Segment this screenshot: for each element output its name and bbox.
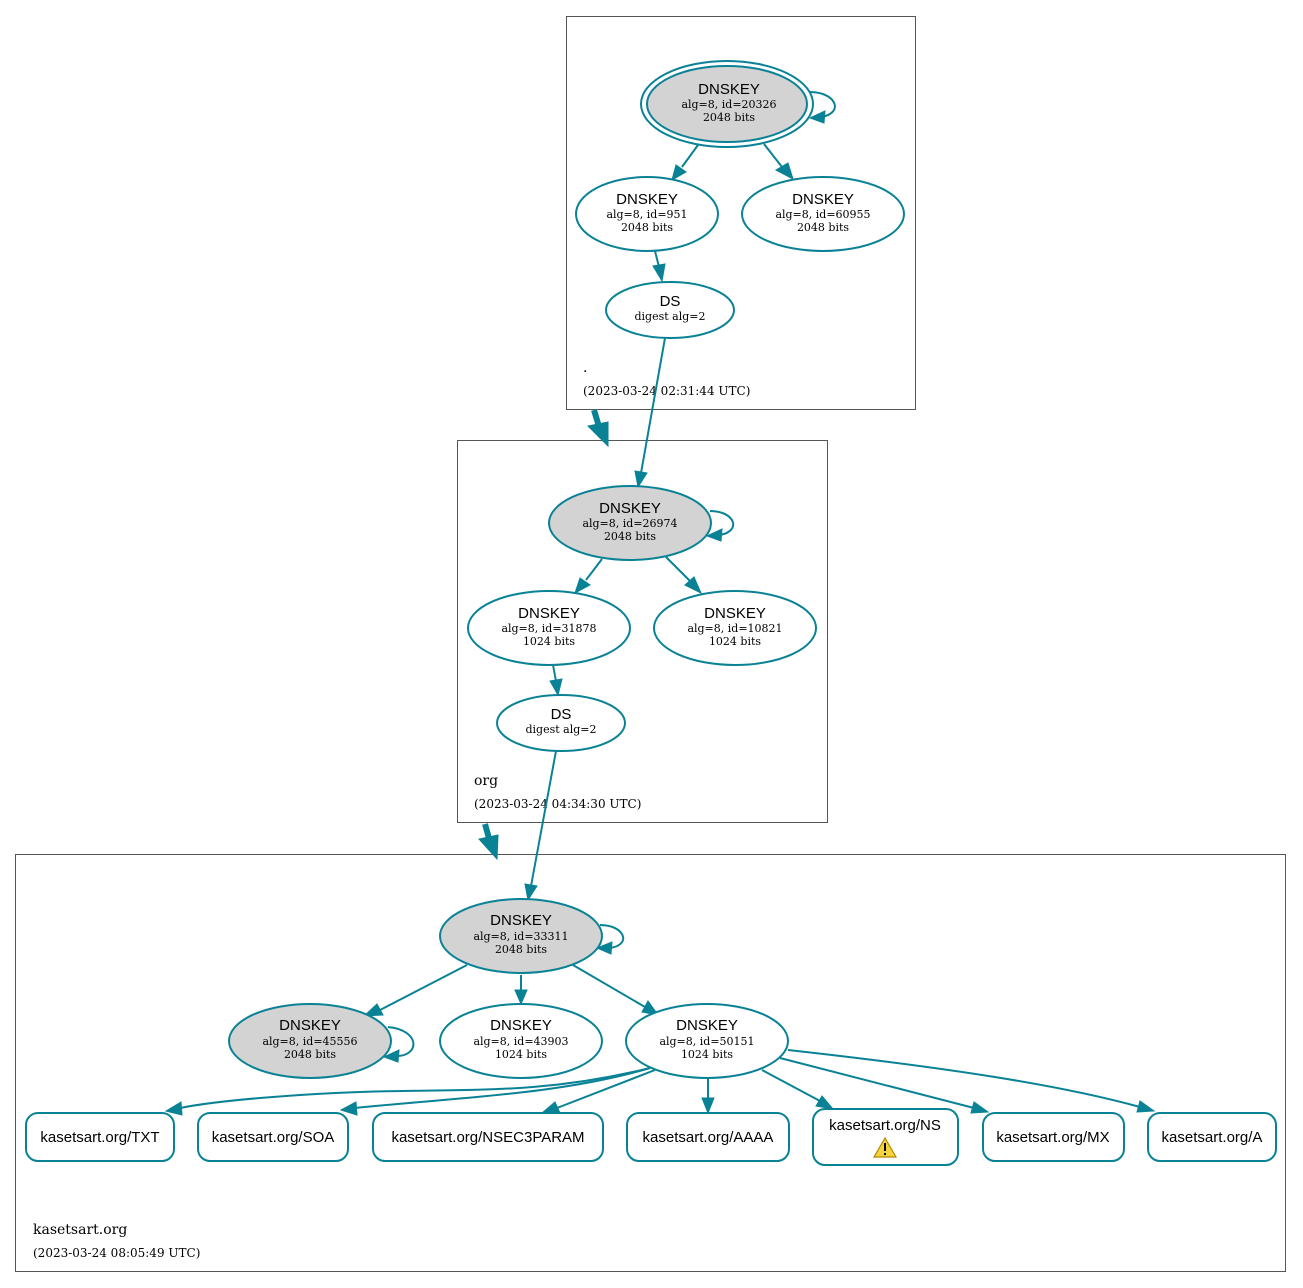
node-title: DNSKEY <box>698 81 760 98</box>
dnskey-node-20326[interactable]: DNSKEY alg=8, id=20326 2048 bits <box>640 60 814 148</box>
node-title: DNSKEY <box>616 191 678 208</box>
dnskey-node-45556[interactable]: DNSKEY alg=8, id=45556 2048 bits <box>228 1003 392 1079</box>
node-alg-id: alg=8, id=31878 <box>501 622 596 635</box>
node-alg-id: alg=8, id=20326 <box>681 98 776 111</box>
node-title: DNSKEY <box>599 500 661 517</box>
rrset-nsec3param[interactable]: kasetsart.org/NSEC3PARAM <box>372 1112 604 1162</box>
edges-root <box>634 91 836 489</box>
rrset-label: kasetsart.org/NSEC3PARAM <box>391 1129 584 1146</box>
node-alg-id: alg=8, id=45556 <box>262 1035 357 1048</box>
zone-name: org <box>474 773 498 789</box>
node-digest: digest alg=2 <box>525 723 596 736</box>
node-bits: 2048 bits <box>284 1048 336 1061</box>
ds-node-root[interactable]: DS digest alg=2 <box>605 281 735 339</box>
node-title: DNSKEY <box>792 191 854 208</box>
node-bits: 2048 bits <box>604 530 656 543</box>
dnskey-node-951[interactable]: DNSKEY alg=8, id=951 2048 bits <box>575 176 719 252</box>
node-bits: 2048 bits <box>495 943 547 956</box>
zone-timestamp: (2023-03-24 08:05:49 UTC) <box>33 1246 200 1260</box>
node-bits: 2048 bits <box>621 221 673 234</box>
rrset-label: kasetsart.org/NS <box>829 1117 941 1134</box>
zone-timestamp: (2023-03-24 04:34:30 UTC) <box>474 797 641 811</box>
node-bits: 1024 bits <box>681 1048 733 1061</box>
node-bits: 1024 bits <box>709 635 761 648</box>
node-alg-id: alg=8, id=951 <box>606 208 687 221</box>
ds-node-org[interactable]: DS digest alg=2 <box>496 694 626 752</box>
node-alg-id: alg=8, id=10821 <box>687 622 782 635</box>
node-title: DNSKEY <box>490 912 552 929</box>
delegation-edge-org-kasetsart <box>478 823 499 861</box>
dnskey-node-26974[interactable]: DNSKEY alg=8, id=26974 2048 bits <box>548 485 712 561</box>
edges-kasetsart <box>164 924 1156 1116</box>
dnskey-node-43903[interactable]: DNSKEY alg=8, id=43903 1024 bits <box>439 1003 603 1079</box>
rrset-label: kasetsart.org/MX <box>996 1129 1109 1146</box>
node-title: DNSKEY <box>518 605 580 622</box>
rrset-mx[interactable]: kasetsart.org/MX <box>982 1112 1125 1162</box>
node-alg-id: alg=8, id=26974 <box>582 517 677 530</box>
node-alg-id: alg=8, id=50151 <box>659 1035 754 1048</box>
node-alg-id: alg=8, id=33311 <box>473 930 568 943</box>
rrset-label: kasetsart.org/TXT <box>40 1129 159 1146</box>
dnskey-node-33311[interactable]: DNSKEY alg=8, id=33311 2048 bits <box>439 898 603 974</box>
rrset-label: kasetsart.org/A <box>1162 1129 1263 1146</box>
node-digest: digest alg=2 <box>634 310 705 323</box>
node-title: DNSKEY <box>279 1017 341 1034</box>
dnskey-node-50151[interactable]: DNSKEY alg=8, id=50151 1024 bits <box>625 1003 789 1079</box>
node-bits: 1024 bits <box>523 635 575 648</box>
zone-name: . <box>583 360 587 376</box>
dnskey-node-10821[interactable]: DNSKEY alg=8, id=10821 1024 bits <box>653 590 817 666</box>
node-title: DNSKEY <box>704 605 766 622</box>
rrset-soa[interactable]: kasetsart.org/SOA <box>197 1112 349 1162</box>
node-bits: 2048 bits <box>797 221 849 234</box>
warning-icon <box>872 1136 898 1158</box>
node-title: DNSKEY <box>676 1017 738 1034</box>
rrset-txt[interactable]: kasetsart.org/TXT <box>25 1112 175 1162</box>
rrset-label: kasetsart.org/AAAA <box>643 1129 774 1146</box>
node-alg-id: alg=8, id=60955 <box>775 208 870 221</box>
zone-timestamp: (2023-03-24 02:31:44 UTC) <box>583 384 750 398</box>
rrset-a[interactable]: kasetsart.org/A <box>1147 1112 1277 1162</box>
rrset-aaaa[interactable]: kasetsart.org/AAAA <box>626 1112 790 1162</box>
node-title: DS <box>551 706 572 723</box>
node-alg-id: alg=8, id=43903 <box>473 1035 568 1048</box>
node-title: DS <box>660 293 681 310</box>
edges-org <box>524 510 735 902</box>
zone-name: kasetsart.org <box>33 1222 127 1238</box>
node-bits: 2048 bits <box>703 111 755 124</box>
delegation-edge-root-org <box>586 409 609 448</box>
node-bits: 1024 bits <box>495 1048 547 1061</box>
dnskey-node-60955[interactable]: DNSKEY alg=8, id=60955 2048 bits <box>741 176 905 252</box>
rrset-ns[interactable]: kasetsart.org/NS <box>812 1108 959 1166</box>
dnskey-node-31878[interactable]: DNSKEY alg=8, id=31878 1024 bits <box>467 590 631 666</box>
node-title: DNSKEY <box>490 1017 552 1034</box>
rrset-label: kasetsart.org/SOA <box>212 1129 335 1146</box>
